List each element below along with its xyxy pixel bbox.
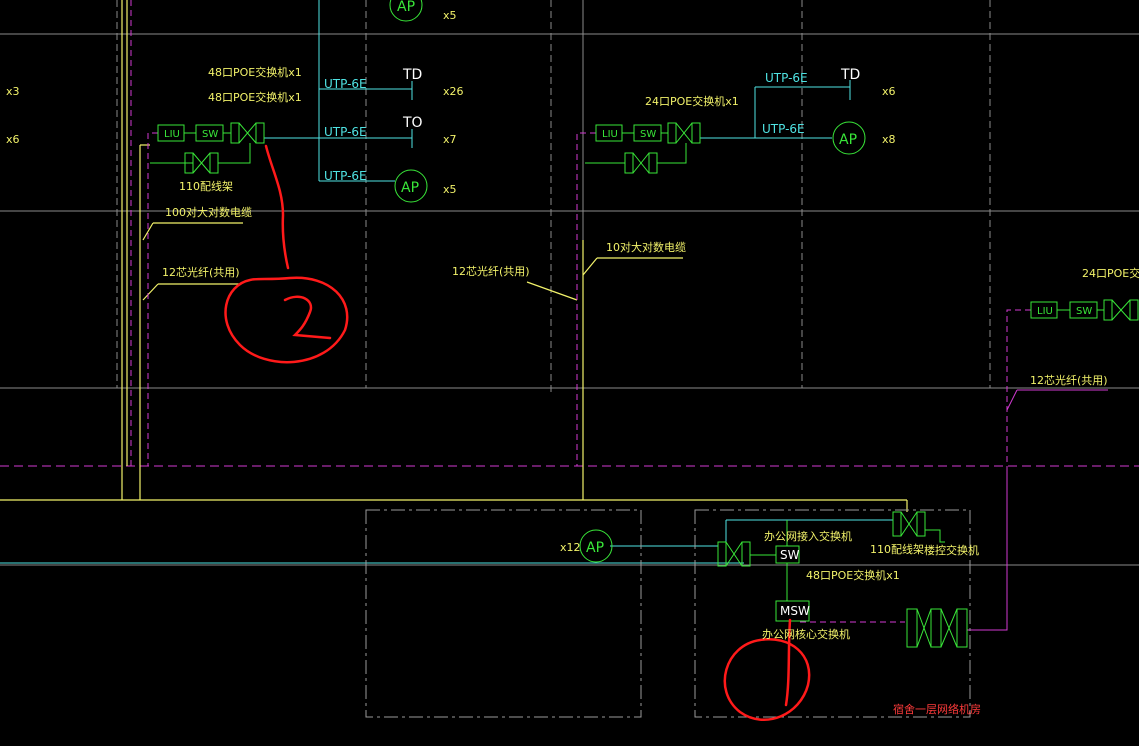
switch-label: 48口POE交换机x1 bbox=[208, 65, 302, 79]
to-label: TO bbox=[402, 115, 423, 131]
count-label: x5 bbox=[443, 9, 457, 22]
ap-circle bbox=[579, 529, 613, 563]
msw-box bbox=[775, 600, 810, 622]
utp-label: UTP-6E bbox=[762, 122, 805, 136]
sw-label: SW bbox=[1076, 306, 1092, 317]
patch-panel-icon bbox=[624, 152, 658, 174]
ap-label: AP bbox=[586, 540, 604, 556]
utp-label: UTP-6E bbox=[324, 77, 367, 91]
ap-label: AP bbox=[397, 0, 415, 15]
ap-label: AP bbox=[401, 180, 419, 196]
rack-label: 110配线架 bbox=[870, 542, 924, 556]
count-label: x6 bbox=[882, 85, 896, 98]
patch-panel-icon bbox=[667, 122, 701, 144]
grid-lines bbox=[0, 0, 1139, 566]
fiber-label: 12芯光纤(共用) bbox=[1030, 373, 1108, 387]
count-label: x3 bbox=[6, 85, 20, 98]
td-label: TD bbox=[402, 67, 422, 83]
liu-label: LIU bbox=[1037, 306, 1053, 317]
utp-label: UTP-6E bbox=[765, 71, 808, 85]
count-label: x5 bbox=[443, 183, 457, 196]
count-label: x7 bbox=[443, 133, 457, 146]
rack-label: 110配线架 bbox=[179, 179, 233, 193]
fiber-label: 12芯光纤(共用) bbox=[162, 265, 240, 279]
cable-label: 10对大对数电缆 bbox=[606, 240, 686, 254]
ap-circle bbox=[394, 169, 428, 203]
patch-panel-icon bbox=[230, 122, 265, 144]
patch-panel-icon bbox=[892, 511, 926, 537]
magenta-fiber bbox=[130, 0, 1031, 623]
switch-label: 48口POE交换机x1 bbox=[208, 90, 302, 104]
room-boxes bbox=[365, 509, 971, 718]
hand-annotation bbox=[224, 144, 811, 722]
sw-label: SW bbox=[780, 548, 800, 562]
count-label: x26 bbox=[443, 85, 464, 98]
dashed-grid-lines bbox=[116, 0, 991, 395]
fiber-label: 12芯光纤(共用) bbox=[452, 264, 530, 278]
liu-label: LIU bbox=[164, 129, 180, 140]
ap-label: AP bbox=[839, 132, 857, 148]
switch-label: 24口POE交换机x1 bbox=[645, 94, 739, 108]
switch-label: 48口POE交换机x1 bbox=[806, 568, 900, 582]
green-equipment bbox=[150, 0, 1139, 648]
switch-label: 办公网接入交换机 bbox=[764, 529, 852, 543]
ap-circle bbox=[832, 121, 866, 155]
ap-circle bbox=[389, 0, 423, 22]
sw-label: SW bbox=[640, 129, 656, 140]
monitor-switch-label: 楼控交换机 bbox=[924, 543, 979, 557]
odf-rack-icon bbox=[906, 608, 968, 648]
room-label: 宿舍一层网络机房 bbox=[893, 702, 981, 716]
td-label: TD bbox=[840, 67, 860, 83]
utp-label: UTP-6E bbox=[324, 125, 367, 139]
switch-label: 24口POE交换机 bbox=[1082, 266, 1139, 280]
sw-label: SW bbox=[202, 129, 218, 140]
count-label: x8 bbox=[882, 133, 896, 146]
core-switch-label: 办公网核心交换机 bbox=[762, 627, 850, 641]
patch-panel-icon bbox=[717, 541, 751, 567]
utp-label: UTP-6E bbox=[324, 169, 367, 183]
msw-label: MSW bbox=[780, 604, 810, 618]
count-label: x6 bbox=[6, 133, 20, 146]
count-label: x12 bbox=[560, 541, 581, 554]
cable-label: 100对大对数电缆 bbox=[165, 205, 252, 219]
liu-label: LIU bbox=[602, 129, 618, 140]
patch-panel-icon bbox=[1103, 299, 1139, 321]
